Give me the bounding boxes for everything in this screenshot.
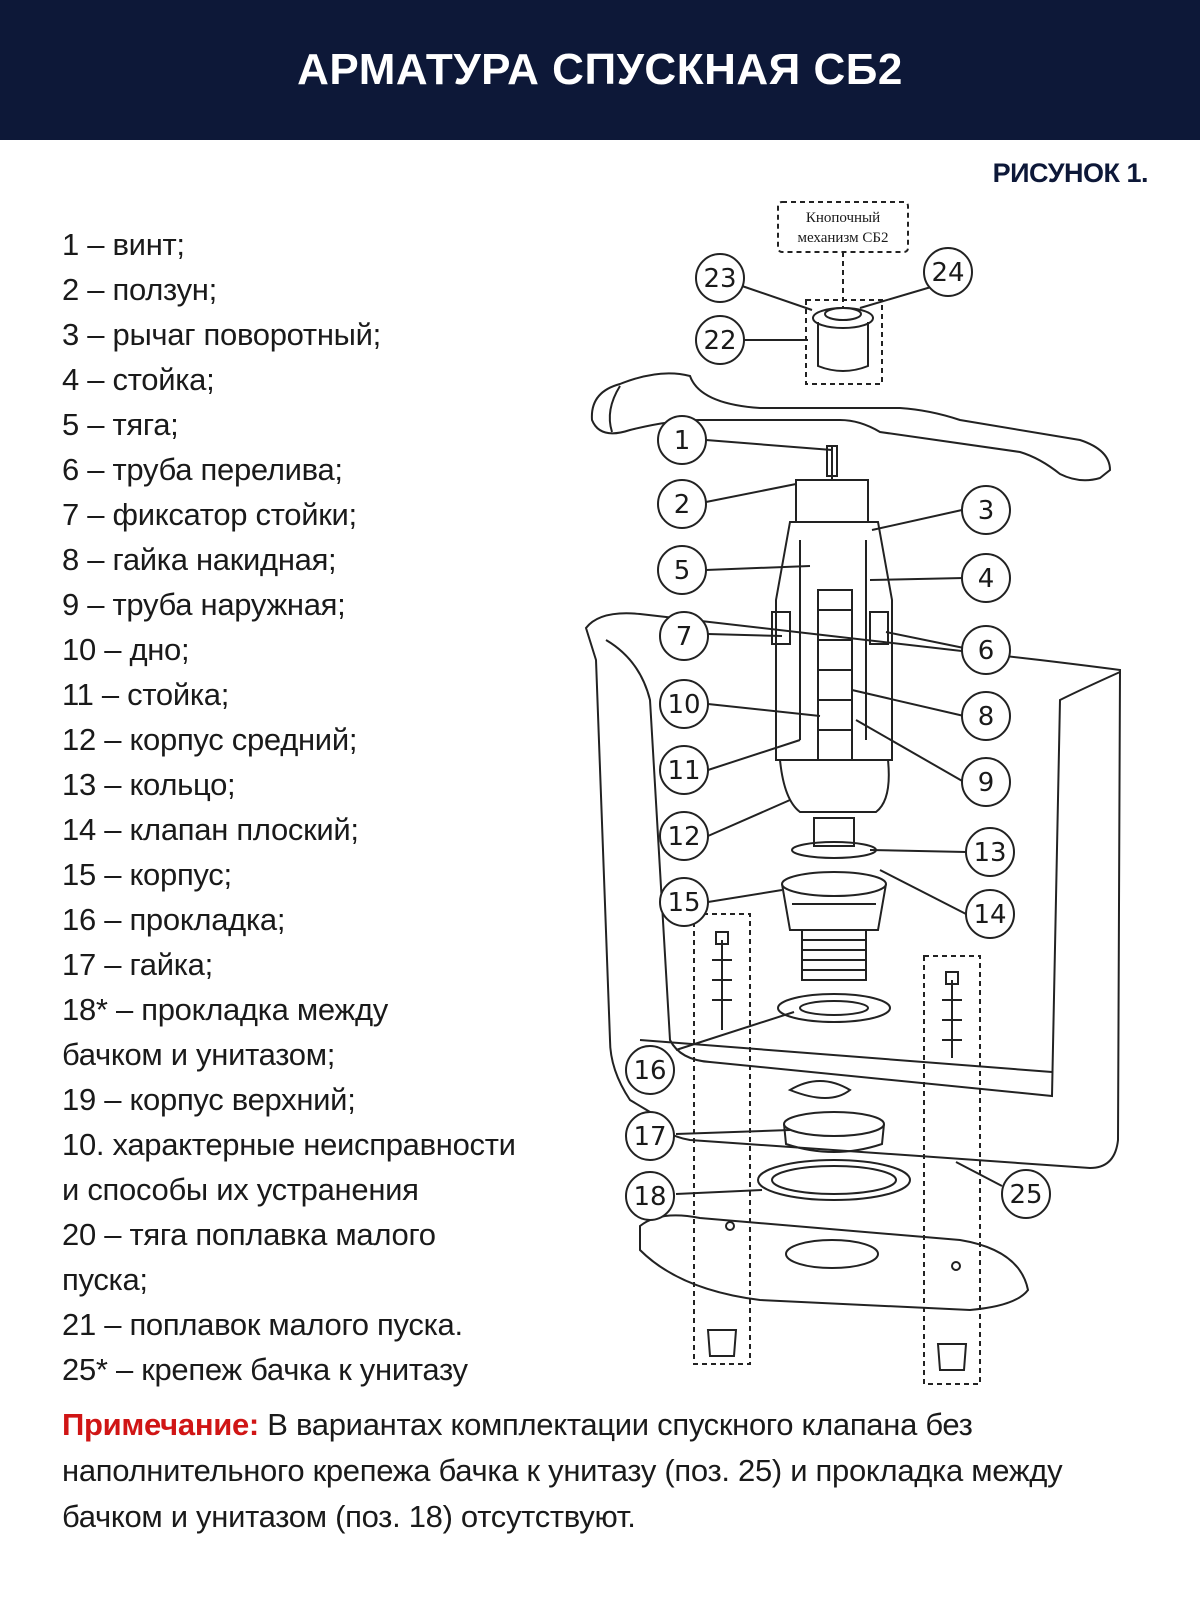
callout-number: 9 — [978, 768, 995, 798]
mechanism-label-line1: Кнопочный — [806, 210, 880, 226]
callout-circle — [659, 877, 709, 927]
button-mechanism-box — [805, 299, 883, 385]
callout-number: 23 — [703, 264, 736, 294]
callout-circle — [961, 625, 1011, 675]
callout-number: 13 — [973, 838, 1006, 868]
callout-number: 16 — [633, 1056, 666, 1086]
callout-circle — [961, 553, 1011, 603]
callout-circle — [659, 811, 709, 861]
callout-group — [625, 247, 1051, 1221]
legend-item: 20 – тяга поплавка малого — [62, 1217, 436, 1252]
callout-circle — [961, 757, 1011, 807]
callout-circle — [961, 485, 1011, 535]
legend-item: 8 – гайка накидная; — [62, 542, 337, 577]
legend-item: 6 – труба перелива; — [62, 452, 343, 487]
callout-circle — [659, 679, 709, 729]
callout-number: 10 — [667, 690, 700, 720]
callout-number: 24 — [931, 258, 964, 288]
note-label: Примечание: — [62, 1407, 259, 1442]
legend-item: 10. характерные неисправности — [62, 1127, 516, 1162]
callout-circle — [695, 315, 745, 365]
callout-number: 17 — [633, 1122, 666, 1152]
callout-circle — [657, 479, 707, 529]
callout-circle — [659, 611, 709, 661]
callout-number: 1 — [674, 426, 691, 456]
seal-ring — [757, 1159, 911, 1201]
callout-circle — [965, 889, 1015, 939]
legend-item: пуска; — [62, 1262, 148, 1297]
legend-item: 21 – поплавок малого пуска. — [62, 1307, 463, 1342]
bowl-gasket-plate — [639, 1214, 1030, 1312]
legend-item: 13 – кольцо; — [62, 767, 236, 802]
callout-number: 12 — [667, 822, 700, 852]
parts-legend: 1 – винт; 2 – ползун; 3 – рычаг поворотн… — [62, 222, 622, 1392]
diagram-svg: Кнопочный механизм СБ2 — [584, 201, 1122, 1385]
callout-number: 11 — [667, 756, 700, 786]
nut — [783, 1111, 885, 1137]
callout-number: 5 — [674, 556, 691, 586]
callout-number: 6 — [978, 636, 995, 666]
legend-item: 4 – стойка; — [62, 362, 215, 397]
exploded-diagram: Кнопочный механизм СБ2 — [570, 190, 1200, 1420]
legend-item: 17 – гайка; — [62, 947, 213, 982]
tank-body — [584, 612, 1122, 1170]
header-bar: АРМАТУРА СПУСКНАЯ СБ2 — [0, 0, 1200, 140]
callout-number: 25 — [1009, 1180, 1042, 1210]
figure-label: РИСУНОК 1. — [992, 158, 1149, 188]
legend-item: 2 – ползун; — [62, 272, 217, 307]
callout-number: 14 — [973, 900, 1006, 930]
callout-number: 3 — [978, 496, 995, 526]
note-text: В вариантах комплектации спускного клапа… — [62, 1407, 1063, 1534]
callout-circle — [657, 545, 707, 595]
legend-item: 15 – корпус; — [62, 857, 232, 892]
mechanism-label-line2: механизм СБ2 — [797, 230, 888, 246]
callout-circle — [657, 415, 707, 465]
legend-item: 16 – прокладка; — [62, 902, 286, 937]
callout-circle — [625, 1111, 675, 1161]
legend-item: 19 – корпус верхний; — [62, 1082, 356, 1117]
legend-item: 25* – крепеж бачка к унитазу — [62, 1352, 468, 1387]
valve-cage — [775, 521, 893, 761]
legend-item: 5 – тяга; — [62, 407, 179, 442]
page-title: АРМАТУРА СПУСКНАЯ СБ2 — [297, 45, 903, 94]
legend-item: 10 – дно; — [62, 632, 190, 667]
valve-middle-body — [779, 759, 890, 813]
valve-top-frame — [795, 479, 869, 523]
legend-item: 9 – труба наружная; — [62, 587, 346, 622]
callout-number: 4 — [978, 564, 995, 594]
legend-item: 7 – фиксатор стойки; — [62, 497, 357, 532]
callout-circle — [965, 827, 1015, 877]
callout-circle — [625, 1171, 675, 1221]
valve-housing — [781, 871, 887, 897]
callout-circle — [625, 1045, 675, 1095]
legend-item: бачком и унитазом; — [62, 1037, 336, 1072]
legend-item: 11 – стойка; — [62, 677, 230, 712]
callout-circle — [1001, 1169, 1051, 1219]
gasket — [777, 993, 891, 1023]
callout-number: 18 — [633, 1182, 666, 1212]
callout-number: 22 — [703, 326, 736, 356]
legend-item: 12 – корпус средний; — [62, 722, 358, 757]
legend-item: 14 – клапан плоский; — [62, 812, 359, 847]
callout-number: 7 — [676, 622, 693, 652]
callout-number: 15 — [667, 888, 700, 918]
callout-circle — [659, 745, 709, 795]
legend-item: 18* – прокладка между — [62, 992, 388, 1027]
legend-item: 3 – рычаг поворотный; — [62, 317, 381, 352]
left-bolt-group — [693, 913, 751, 1365]
legend-item: 1 – винт; — [62, 227, 185, 262]
callout-circle — [961, 691, 1011, 741]
right-bolt-group — [923, 955, 981, 1385]
callout-number: 8 — [978, 702, 995, 732]
callout-circle — [695, 253, 745, 303]
legend-item: и способы их устранения — [62, 1172, 419, 1207]
note-paragraph: Примечание: В вариантах комплектации спу… — [62, 1402, 1162, 1540]
callout-circle — [923, 247, 973, 297]
callout-number: 2 — [674, 490, 691, 520]
